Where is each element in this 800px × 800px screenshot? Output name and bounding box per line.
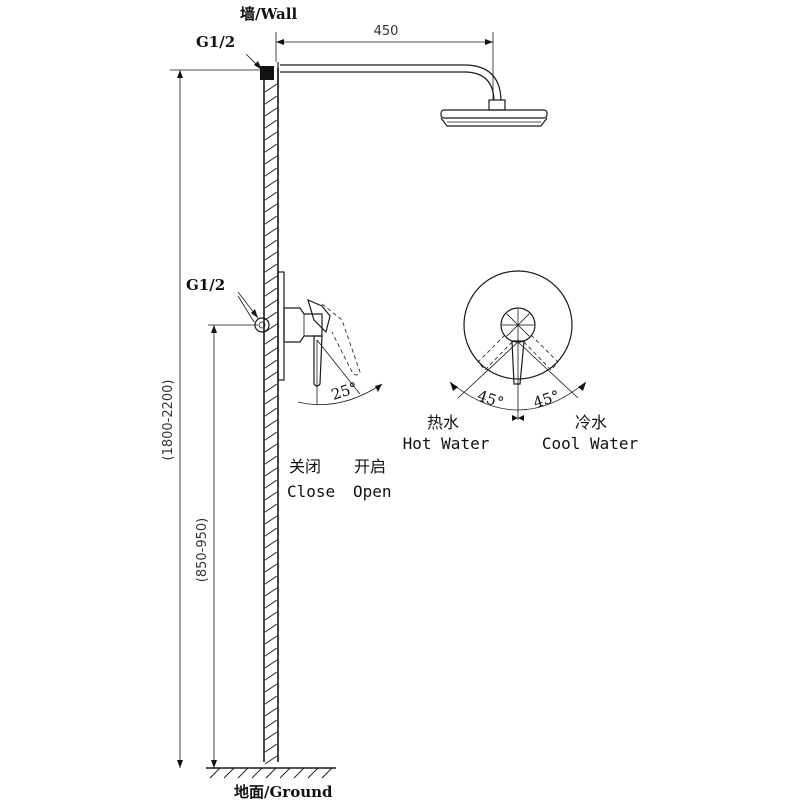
hot-en-label: Hot Water [403, 434, 490, 453]
ground-hatch-line [293, 767, 305, 779]
wall-label: 墙/Wall [240, 5, 297, 23]
close-en-label: Close [287, 482, 335, 501]
wall-hatch-line [264, 155, 278, 165]
wall-hatch-line [264, 371, 278, 381]
wall-hatch-line [264, 659, 278, 669]
arm-length-label: 450 [374, 24, 399, 39]
ground-hatch-line [307, 767, 319, 779]
shower-arm [277, 62, 506, 111]
wall-hatch-line [264, 467, 278, 477]
wall-hatch-line [264, 107, 278, 117]
wall-hatch-line [264, 599, 278, 609]
wall-hatch-line [264, 719, 278, 729]
wall-hatch-line [264, 611, 278, 621]
ground-hatch-line [279, 767, 291, 779]
wall-hatch-line [264, 239, 278, 249]
handle-angle-label: 25° [329, 379, 360, 404]
wall-hatch-line [264, 227, 278, 237]
ground-hatch-line [321, 767, 333, 779]
top-connector [245, 53, 274, 80]
wall-hatch-line [264, 455, 278, 465]
ground-label: 地面/Ground [234, 783, 333, 800]
cartridge-spoke [506, 324, 519, 337]
wall-hatch-line [264, 563, 278, 573]
wall-hatch-line [264, 419, 278, 429]
wall-hatch-line [264, 755, 278, 765]
wall-hatch-line [264, 131, 278, 141]
wall-hatch-line [264, 215, 278, 225]
wall-hatch-line [264, 623, 278, 633]
valve-height-dimension: (850-950) [195, 324, 258, 768]
wall-hatch-line [264, 503, 278, 513]
wall-hatch-line [264, 491, 278, 501]
ground-hatch-line [251, 767, 263, 779]
ground-hatch-line [265, 767, 277, 779]
shower-head [440, 109, 548, 127]
wall-hatch-line [264, 515, 278, 525]
valve-height-label: (850-950) [195, 518, 210, 582]
arm-length-dimension: 450 [275, 24, 494, 100]
wall-hatch-line [264, 587, 278, 597]
wall-hatch-line [264, 443, 278, 453]
ground-hatch-line [223, 767, 235, 779]
wall-hatch-line [264, 311, 278, 321]
cartridge-spoke [506, 313, 519, 326]
wall-hatch-line [264, 635, 278, 645]
ground-hatch-line [237, 767, 249, 779]
open-zh-label: 开启 [354, 457, 386, 476]
hot-angle-label: 45° [475, 387, 506, 412]
wall-hatch-line [264, 359, 278, 369]
top-thread-label: G1/2 [196, 33, 235, 51]
close-zh-label: 关闭 [289, 457, 321, 476]
wall-hatch-line [264, 119, 278, 129]
cool-angle-label: 45° [531, 387, 562, 412]
wall-hatch-line [264, 335, 278, 345]
wall-hatch-line [264, 683, 278, 693]
wall-hatch-line [264, 191, 278, 201]
wall-hatch-line [264, 551, 278, 561]
wall-hatch-line [264, 731, 278, 741]
ground [206, 767, 336, 779]
total-height-dimension: (1800-2200) [161, 69, 260, 768]
cool-zh-label: 冷水 [575, 413, 607, 432]
wall-hatch-line [264, 287, 278, 297]
wall-hatch-line [264, 143, 278, 153]
wall-hatch-line [264, 647, 278, 657]
hot-zh-label: 热水 [427, 413, 459, 432]
wall-hatch-line [264, 95, 278, 105]
ground-hatch-line [209, 767, 221, 779]
wall [263, 68, 279, 765]
valve-side-view: 25° [237, 271, 383, 405]
open-en-label: Open [353, 482, 392, 501]
total-height-label: (1800-2200) [161, 379, 176, 460]
wall-hatch-line [264, 575, 278, 585]
wall-hatch-line [264, 479, 278, 489]
wall-hatch-line [264, 431, 278, 441]
wall-hatch-line [264, 395, 278, 405]
wall-hatch-line [264, 263, 278, 273]
wall-hatch-line [264, 275, 278, 285]
wall-hatch-line [264, 695, 278, 705]
wall-hatch-line [264, 743, 278, 753]
wall-hatch-line [264, 671, 278, 681]
wall-hatch-line [264, 299, 278, 309]
wall-hatch-line [264, 539, 278, 549]
cartridge-spoke [517, 313, 530, 326]
wall-hatch-line [264, 407, 278, 417]
wall-hatch-line [264, 83, 278, 93]
wall-hatch-line [264, 707, 278, 717]
valve-thread-label: G1/2 [186, 276, 225, 294]
wall-hatch-line [264, 179, 278, 189]
wall-hatch-line [264, 527, 278, 537]
valve-front-view: 45° 45° [449, 270, 587, 421]
cool-en-label: Cool Water [542, 434, 639, 453]
wall-hatch-line [264, 347, 278, 357]
cartridge-spoke [517, 324, 530, 337]
wall-hatch-line [264, 383, 278, 393]
wall-hatch-line [264, 203, 278, 213]
wall-hatch-line [264, 167, 278, 177]
wall-hatch-line [264, 251, 278, 261]
